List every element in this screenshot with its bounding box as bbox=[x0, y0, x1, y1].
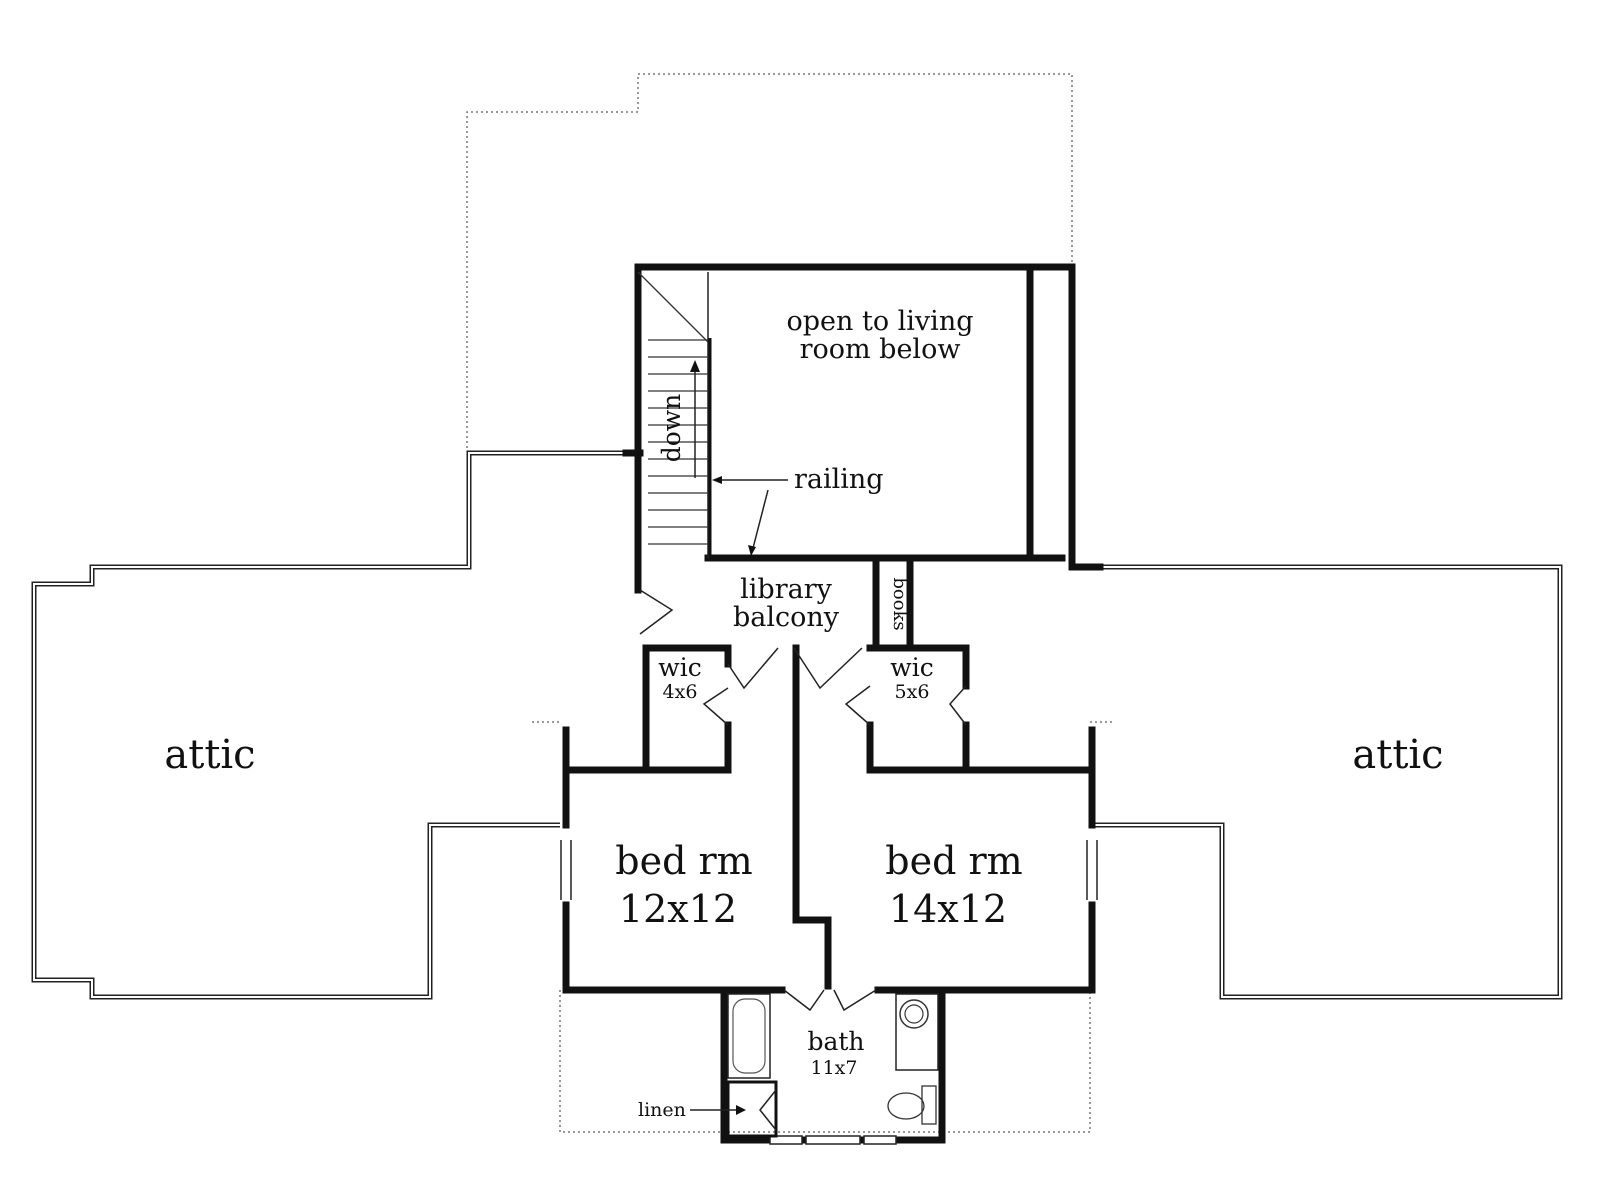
roof-outline bbox=[466, 73, 1112, 1133]
bed-left-label: bed rm bbox=[615, 839, 752, 883]
bath-label: bath bbox=[807, 1027, 864, 1056]
bath-size: 11x7 bbox=[811, 1057, 858, 1079]
railing-label: railing bbox=[794, 464, 884, 495]
door-swings bbox=[639, 589, 967, 1012]
library-label-line2: balcony bbox=[733, 602, 840, 633]
attic-left-label: attic bbox=[164, 732, 255, 778]
linen-label: linen bbox=[638, 1099, 686, 1121]
wic-right-label: wic bbox=[890, 653, 933, 682]
wic-right-size: 5x6 bbox=[895, 681, 930, 703]
wic-left-label: wic bbox=[658, 653, 701, 682]
open-to-living-label-line2: room below bbox=[800, 334, 961, 365]
attic-right-outline bbox=[1070, 564, 1563, 1000]
room-labels: attic attic open to living room below ra… bbox=[164, 306, 1443, 1121]
library-label-line1: library bbox=[740, 574, 832, 605]
exterior-walls bbox=[562, 263, 1104, 1144]
railing-leaders bbox=[712, 476, 788, 556]
staircase bbox=[637, 271, 712, 558]
bed-right-label: bed rm bbox=[885, 839, 1022, 883]
attic-right-label: attic bbox=[1352, 732, 1443, 778]
bed-left-size: 12x12 bbox=[619, 887, 737, 931]
wic-left-size: 4x6 bbox=[663, 681, 698, 703]
attic-left-outline bbox=[31, 450, 626, 1000]
windows bbox=[560, 840, 1098, 1145]
bath-fixtures bbox=[690, 993, 939, 1138]
open-to-living-label-line1: open to living bbox=[786, 306, 973, 337]
bed-right-size: 14x12 bbox=[889, 887, 1007, 931]
books-label: books bbox=[889, 577, 910, 630]
stairs-down-label: down bbox=[657, 394, 686, 463]
